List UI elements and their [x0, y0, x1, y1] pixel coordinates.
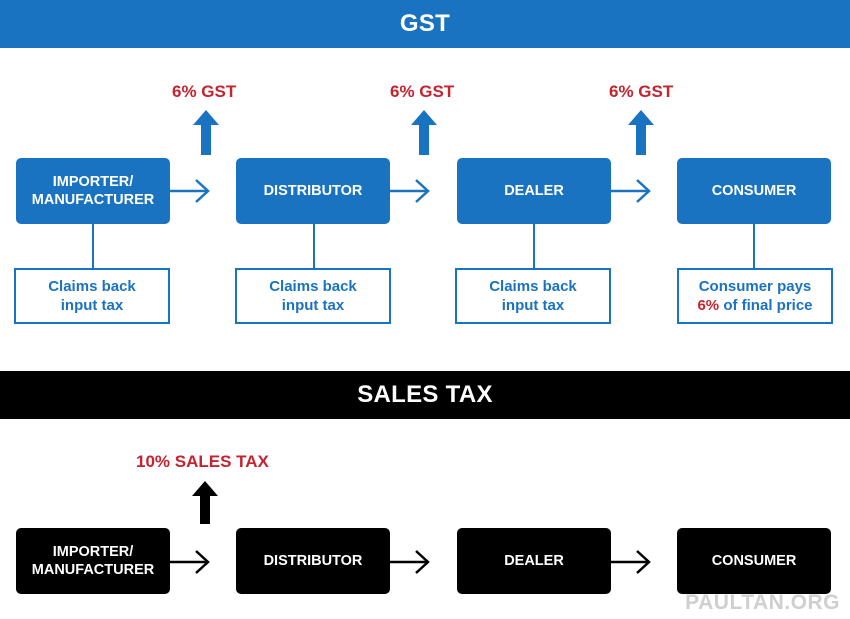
sales-tax-label: 10% SALES TAX	[136, 452, 269, 471]
arrow-up-icon	[628, 110, 654, 155]
gst-node-distributor: DISTRIBUTOR	[236, 158, 390, 224]
st-node-distributor: DISTRIBUTOR	[236, 528, 390, 594]
gst-tax-label-3: 6% GST	[609, 82, 674, 101]
chevron-right-icon	[636, 550, 651, 574]
gst-note-consumer: Consumer pays 6% of final price	[677, 268, 833, 324]
gst-up-arrows	[193, 110, 654, 155]
arrow-up-icon	[193, 110, 219, 155]
arrow-up-icon	[411, 110, 437, 155]
chevron-right-icon	[195, 179, 210, 203]
chevron-right-icon	[636, 179, 651, 203]
note-line1: Claims back	[489, 278, 577, 295]
note-line2: input tax	[60, 297, 124, 314]
note-line2: input tax	[281, 297, 345, 314]
gst-note-links	[92, 224, 755, 268]
note-line2: input tax	[501, 297, 565, 314]
gst-note-dealer: Claims back input tax	[455, 268, 611, 324]
gst-tax-label-1: 6% GST	[172, 82, 237, 101]
note-line1: Claims back	[48, 278, 136, 295]
st-node-importer: IMPORTER/ MANUFACTURER	[16, 528, 170, 594]
watermark: PAULTAN.ORG	[685, 591, 840, 614]
note-line2-rest: of final price	[719, 297, 813, 314]
gst-note-distributor: Claims back input tax	[235, 268, 391, 324]
st-node-consumer: CONSUMER	[677, 528, 831, 594]
gst-note-importer: Claims back input tax	[14, 268, 170, 324]
gst-banner: GST	[0, 0, 850, 48]
arrow-up-icon	[192, 481, 218, 524]
sales-tax-banner: SALES TAX	[0, 371, 850, 419]
note-highlight-percent: 6%	[697, 297, 720, 314]
chevron-right-icon	[195, 550, 210, 574]
chevron-right-icon	[415, 179, 430, 203]
note-line1: Consumer pays	[698, 278, 812, 295]
note-line1: Claims back	[269, 278, 357, 295]
gst-tax-label-2: 6% GST	[390, 82, 455, 101]
chevron-right-icon	[415, 550, 430, 574]
gst-node-importer: IMPORTER/ MANUFACTURER	[16, 158, 170, 224]
gst-node-consumer: CONSUMER	[677, 158, 831, 224]
st-node-dealer: DEALER	[457, 528, 611, 594]
gst-node-dealer: DEALER	[457, 158, 611, 224]
